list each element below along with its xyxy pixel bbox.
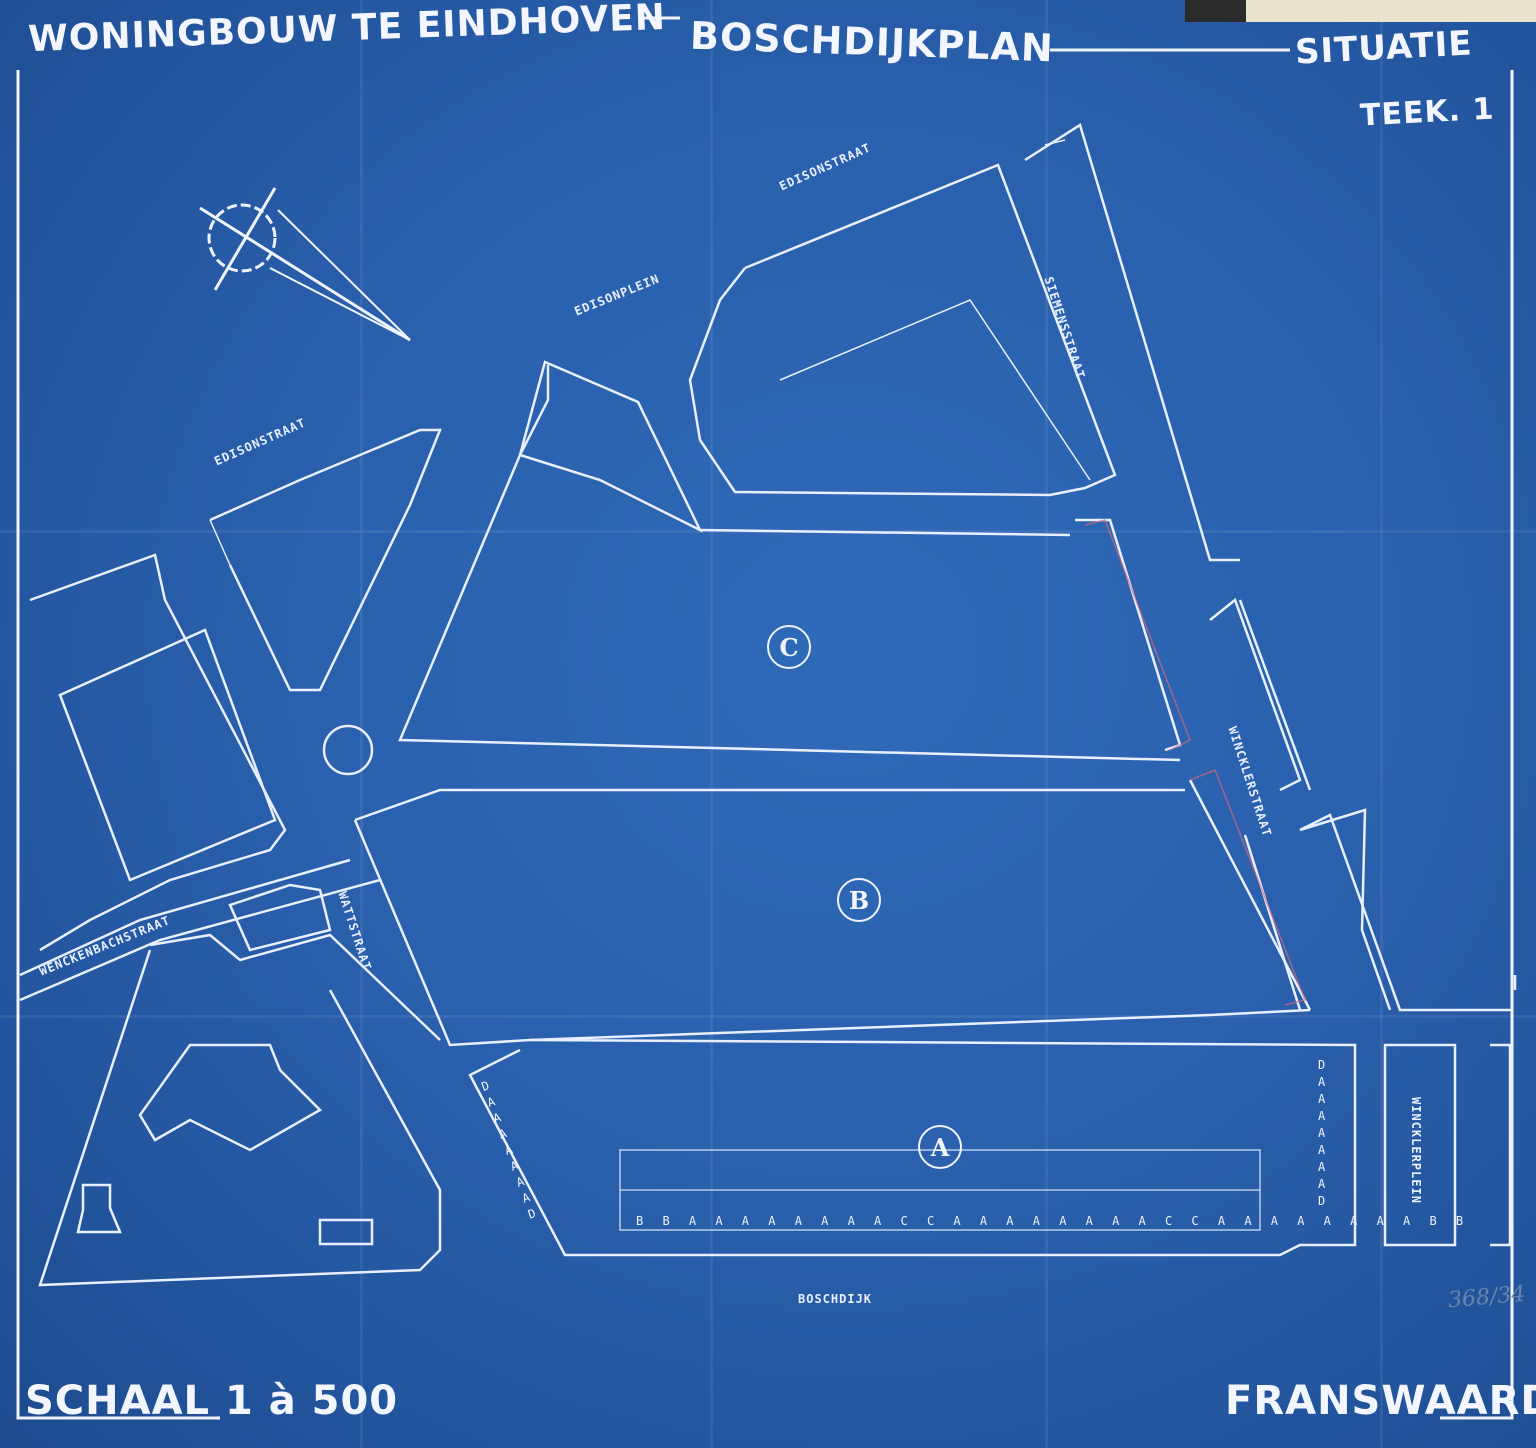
unit-type-letter: A: [1318, 1075, 1326, 1089]
block-label-a: A: [918, 1125, 962, 1169]
fold-line: [0, 1015, 1536, 1018]
tape-strip-dark: [1185, 0, 1265, 22]
unit-type-letter: A: [1318, 1143, 1326, 1157]
red-annotation: [1084, 519, 1307, 1006]
unit-type-letter: A: [1318, 1160, 1326, 1174]
unit-type-row: B B A A A A A A A A C C A A A A A A A A …: [636, 1214, 1470, 1228]
unit-type-letter: A: [1318, 1109, 1326, 1123]
unit-type-letter: D: [1318, 1194, 1326, 1208]
fold-line: [1045, 0, 1048, 1448]
tape-strip: [1246, 0, 1536, 22]
fold-line: [710, 0, 713, 1448]
fold-line: [1380, 0, 1383, 1448]
fold-line: [360, 0, 363, 1448]
unit-type-letter: D: [1318, 1058, 1326, 1072]
sheet-border: [16, 16, 1514, 1420]
block-label-b: B: [837, 878, 881, 922]
architect-label: FRANSWAARD: [1225, 1378, 1536, 1424]
block-label-c: C: [767, 625, 811, 669]
unit-type-letter: A: [1318, 1126, 1326, 1140]
unit-type-letter: A: [1318, 1177, 1326, 1191]
scale-label: SCHAAL 1 à 500: [25, 1378, 399, 1424]
compass-rose: [199, 187, 411, 342]
drawing-number: TEEK. 1: [1359, 91, 1496, 134]
street-label: BOSCHDIJK: [798, 1292, 873, 1306]
building-outlines: [19, 123, 1517, 1287]
street-label: WINCKLERPLEIN: [1409, 1097, 1423, 1204]
unit-type-letter: A: [1318, 1092, 1326, 1106]
